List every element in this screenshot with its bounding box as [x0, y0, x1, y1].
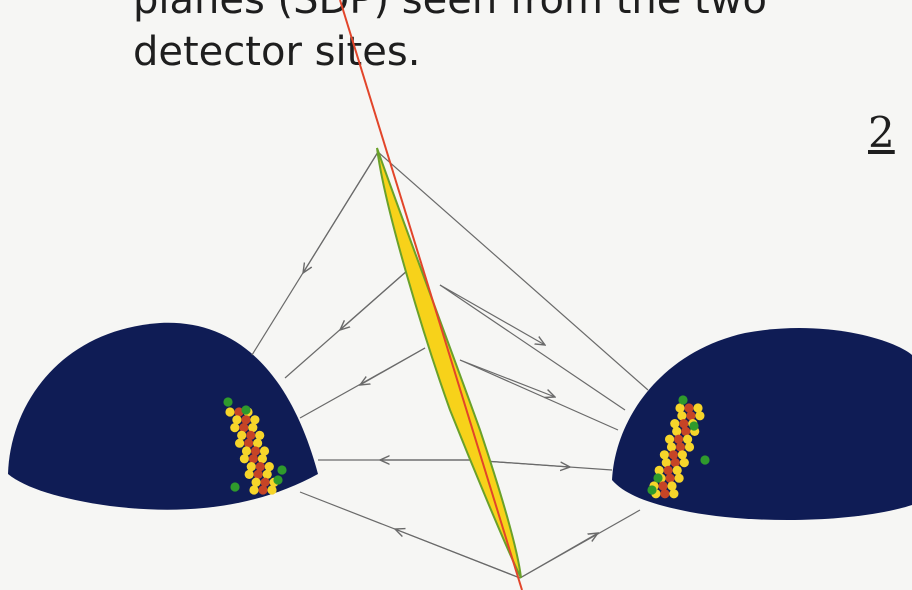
ray-right-5-arrow	[520, 533, 598, 578]
left-pmt	[267, 485, 276, 494]
right-pmt-green	[678, 395, 687, 404]
left-pmt	[250, 415, 259, 424]
left-pmt	[263, 470, 272, 479]
right-pmt	[679, 419, 688, 428]
left-pmt-green	[277, 465, 286, 474]
left-pmt	[245, 470, 254, 479]
ray-left-1-arrow	[303, 152, 378, 273]
right-pmt	[686, 411, 695, 420]
right-pmt	[667, 481, 676, 490]
right-pmt	[675, 403, 684, 412]
left-pmt	[246, 431, 255, 440]
left-pmt	[255, 431, 264, 440]
right-pmt-green	[647, 485, 656, 494]
left-pmt	[265, 462, 274, 471]
left-pmt	[252, 478, 261, 487]
ray-right-3	[460, 360, 618, 430]
left-pmt	[249, 485, 258, 494]
left-pmt-green	[230, 482, 239, 491]
right-pmt	[664, 466, 673, 475]
right-pmt	[684, 403, 693, 412]
left-pmt	[242, 446, 251, 455]
right-pmt	[662, 458, 671, 467]
right-pmt	[693, 403, 702, 412]
right-pmt	[660, 489, 669, 498]
right-pmt	[678, 450, 687, 459]
right-pmt	[676, 442, 685, 451]
left-pmt	[230, 423, 239, 432]
right-pmt	[671, 458, 680, 467]
right-pmt	[695, 411, 704, 420]
left-pmt-green	[223, 397, 232, 406]
left-pmt	[260, 446, 269, 455]
left-pmt	[239, 423, 248, 432]
left-pmt	[261, 478, 270, 487]
left-pmt	[225, 407, 234, 416]
left-pmt	[247, 462, 256, 471]
right-pmt	[681, 427, 690, 436]
left-pmt	[258, 485, 267, 494]
right-pmt	[673, 466, 682, 475]
left-pmt	[258, 454, 267, 463]
left-pmt-green	[241, 405, 250, 414]
shower-axis	[340, 0, 522, 590]
left-pmt	[232, 415, 241, 424]
right-pmt	[666, 474, 675, 483]
ray-right-2-arrow	[440, 285, 545, 345]
right-pmt	[677, 411, 686, 420]
left-pmt	[248, 423, 257, 432]
right-pmt	[672, 427, 681, 436]
right-pmt	[660, 450, 669, 459]
right-pmt	[669, 489, 678, 498]
left-pmt	[256, 462, 265, 471]
ray-right-2	[440, 285, 625, 410]
left-pmt	[237, 431, 246, 440]
right-pmt	[658, 481, 667, 490]
right-pmt-green	[653, 473, 662, 482]
right-pmt	[685, 442, 694, 451]
right-pmt-green	[689, 421, 698, 430]
right-pmt	[669, 450, 678, 459]
right-pmt-green	[700, 455, 709, 464]
right-pmt	[667, 442, 676, 451]
right-pmt	[674, 435, 683, 444]
left-pmt	[251, 446, 260, 455]
left-pmt-green	[273, 475, 282, 484]
ray-right-3-arrow	[460, 360, 555, 397]
left-pmt	[235, 439, 244, 448]
left-pmt	[241, 415, 250, 424]
ray-left-2-arrow	[340, 270, 408, 330]
right-pmt	[680, 458, 689, 467]
left-pmt	[240, 454, 249, 463]
left-pmt	[244, 439, 253, 448]
left-pmt	[253, 439, 262, 448]
ray-left-3-arrow	[360, 348, 425, 385]
left-pmt	[249, 454, 258, 463]
right-pmt	[665, 435, 674, 444]
right-pmt	[670, 419, 679, 428]
right-pmt	[683, 435, 692, 444]
left-pmt	[254, 470, 263, 479]
right-pmt	[675, 474, 684, 483]
